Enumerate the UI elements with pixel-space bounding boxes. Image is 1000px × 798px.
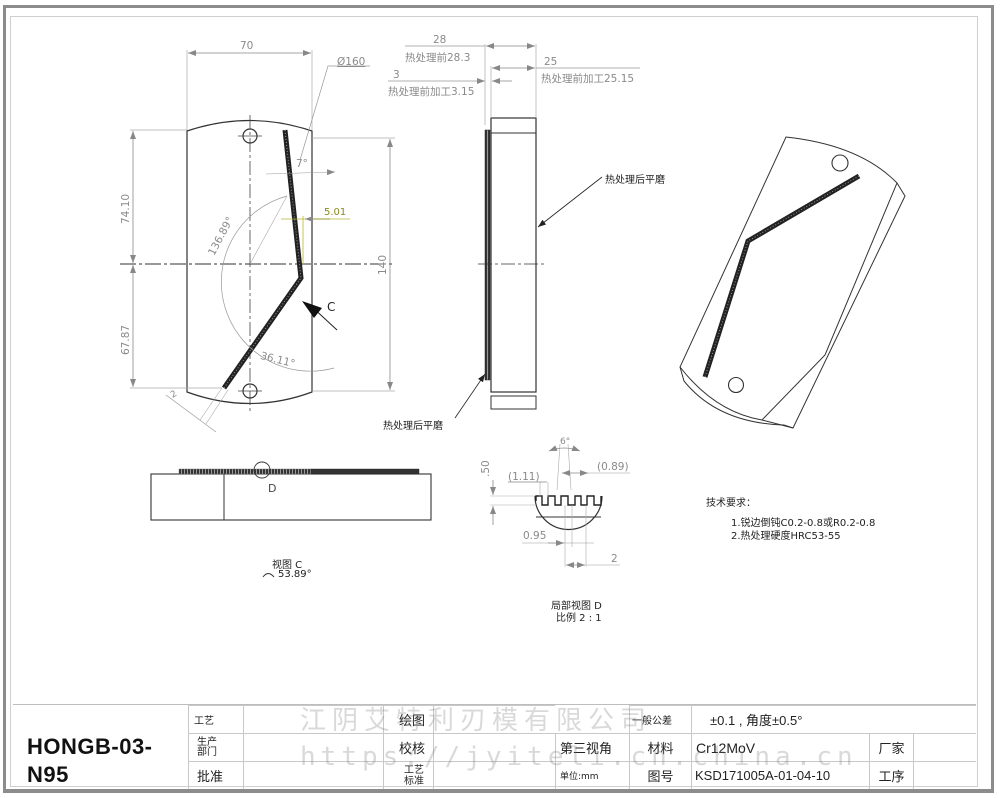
production-dept-text: 生产部门	[197, 736, 217, 758]
plate-note-label: 热处理前加工25.15	[541, 73, 635, 85]
manufacturer-value[interactable]	[913, 733, 976, 761]
view-c	[150, 461, 432, 578]
process-value[interactable]	[243, 705, 383, 733]
tech-requirement-item: 2.热处理硬度HRC53-55	[731, 531, 841, 542]
general-tolerance-label: 一般公差	[629, 705, 691, 733]
grind-note-right: 热处理后平磨	[605, 175, 665, 186]
title-block: HONGB-03- N95 工艺 生产部门 批准 绘图 校核 工艺标准 第三视角…	[13, 704, 976, 789]
drawing-outer-border	[3, 5, 994, 793]
depth-label: .50	[480, 460, 492, 477]
process-label: 工艺	[188, 705, 243, 733]
top-angle-label: 7°	[296, 158, 308, 170]
material-label: 材料	[629, 733, 691, 761]
tech-requirements-title: 技术要求：	[706, 498, 756, 509]
detail-d-marker: D	[268, 482, 277, 495]
drawing-no-label: 图号	[629, 761, 691, 789]
tech-requirement-item: 1.锐边倒钝C0.2-0.8或R0.2-0.8	[731, 518, 876, 529]
part-number: HONGB-03- N95	[27, 733, 153, 789]
view-c-rotation: 53.89°	[278, 569, 312, 580]
operation-label: 工序	[869, 761, 913, 789]
process-standard-value[interactable]	[433, 761, 555, 789]
check-value[interactable]	[433, 733, 555, 761]
drawn-value[interactable]	[433, 705, 555, 733]
width-dim-label: 70	[240, 40, 254, 52]
projection-label: 第三视角	[555, 733, 629, 761]
tooth-width-label: 0.95	[523, 530, 547, 542]
edge-dim-label: 3	[393, 69, 400, 81]
blank-cell	[555, 705, 629, 733]
side-view	[388, 43, 640, 419]
material-value: Cr12MoV	[691, 733, 869, 761]
unit-label: 单位:mm	[555, 761, 629, 789]
process-standard-label: 工艺标准	[383, 761, 433, 789]
front-view	[120, 50, 395, 433]
drawing-no-value: KSD171005A-01-04-10	[691, 761, 869, 789]
detail-d-view	[490, 443, 630, 568]
drawn-label: 绘图	[383, 705, 433, 733]
offset-dim-label: 5.01	[324, 207, 347, 218]
thickness-dim-label: 28	[433, 34, 447, 46]
grind-note-left: 热处理后平磨	[383, 421, 443, 432]
production-dept-value[interactable]	[243, 733, 383, 761]
pitch-b-label: (0.89)	[597, 461, 629, 473]
detail-angle-label: 6°	[560, 437, 571, 447]
total-height-dim-label: 140	[377, 254, 389, 275]
arc-diameter-label: Ø160	[337, 56, 366, 68]
part-number-line2: N95	[27, 762, 69, 787]
isometric-view	[679, 136, 906, 429]
check-label: 校核	[383, 733, 433, 761]
approve-label: 批准	[188, 761, 243, 789]
edge-note-label: 热处理前加工3.15	[388, 86, 475, 98]
view-c-arrow-label: C	[327, 300, 336, 314]
drawing-inner-border	[10, 16, 978, 787]
thickness-note-label: 热处理前28.3	[405, 52, 471, 64]
process-standard-text: 工艺标准	[404, 764, 424, 787]
upper-height-dim-label: 74.10	[120, 193, 132, 224]
general-tolerance-value: ±0.1 , 角度±0.5°	[691, 705, 976, 733]
pitch-a-label: (1.11)	[508, 471, 540, 483]
part-number-line1: HONGB-03-	[27, 734, 153, 759]
span-label: 2	[611, 553, 618, 565]
production-dept-label: 生产部门	[188, 733, 243, 761]
lower-height-dim-label: 67.87	[120, 324, 132, 355]
operation-value[interactable]	[913, 761, 976, 789]
detail-d-caption: 局部视图 D	[551, 601, 602, 612]
approve-value[interactable]	[243, 761, 383, 789]
detail-d-scale: 比例 2 : 1	[556, 613, 602, 624]
manufacturer-label: 厂家	[869, 733, 913, 761]
plate-dim-label: 25	[544, 56, 558, 68]
view-c-caption: 视图 C	[272, 560, 303, 571]
